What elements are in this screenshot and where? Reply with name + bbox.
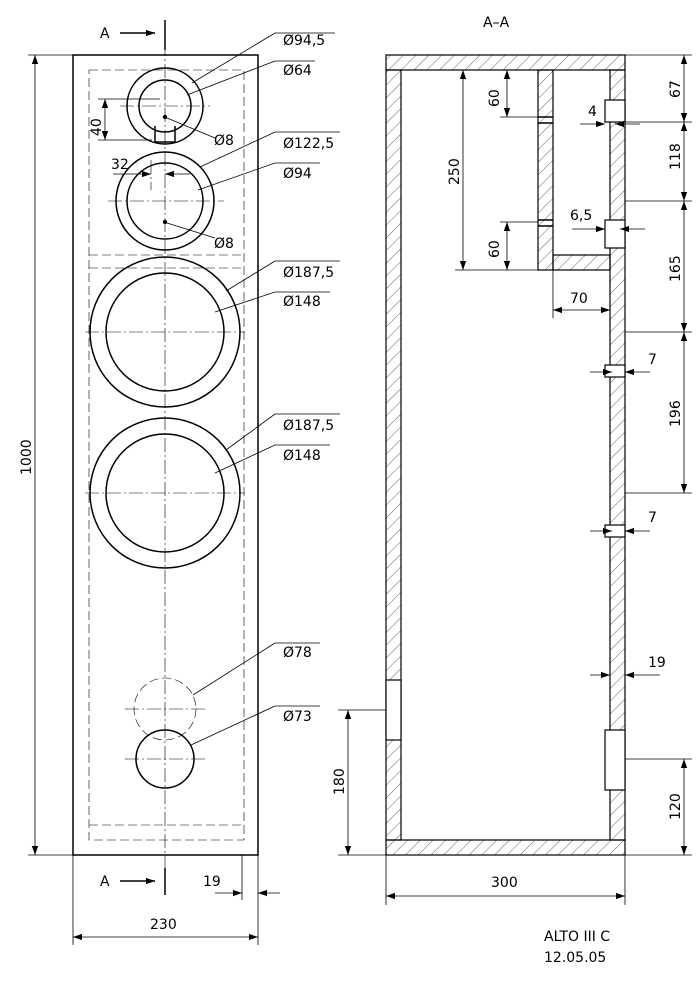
- dim-recess-6-5: 6,5: [570, 208, 592, 224]
- dim-seg-196: 196: [668, 400, 684, 427]
- dim-height-total: 1000: [19, 439, 35, 475]
- label-woofer1-outer: Ø187,5: [283, 265, 334, 281]
- wall-top: [385, 54, 626, 71]
- dim-step-7a: 7: [648, 352, 657, 368]
- label-woofer1-inner: Ø148: [283, 294, 321, 310]
- front-outline: [72, 54, 259, 856]
- dim-chamber-height: 250: [447, 158, 463, 185]
- dim-seg-120: 120: [668, 793, 684, 820]
- label-woofer2-outer: Ø187,5: [283, 418, 334, 434]
- back-port-opening: [385, 679, 402, 741]
- dim-step-7b: 7: [648, 510, 657, 526]
- dim-mid-offset: 32: [111, 157, 129, 173]
- label-mid-outer: Ø122,5: [283, 136, 334, 152]
- model-name: ALTO III C: [544, 929, 610, 945]
- section-title: A–A: [483, 15, 510, 31]
- label-mid-hole: Ø8: [214, 236, 234, 252]
- section-view: A–A 250 60 60 70: [332, 15, 692, 905]
- title-block: ALTO III C 12.05.05: [544, 929, 610, 966]
- section-marker-top: A: [100, 26, 110, 42]
- dim-chamber-top: 60: [487, 89, 503, 107]
- chamber-shelf: [552, 254, 611, 271]
- chamber-partition: [537, 69, 554, 271]
- dim-depth-total: 300: [491, 875, 518, 891]
- dim-chamber-bottom: 60: [487, 240, 503, 258]
- dim-shelf-depth: 70: [570, 291, 588, 307]
- dim-seg-165: 165: [668, 255, 684, 282]
- drawing-date: 12.05.05: [544, 950, 606, 966]
- dim-width-total: 230: [150, 917, 177, 933]
- dim-tweeter-offset: 40: [89, 118, 105, 136]
- front-inner-dashed: [88, 69, 245, 841]
- dim-edge-offset: 19: [203, 874, 221, 890]
- dim-baffle-19: 19: [648, 655, 666, 671]
- label-woofer2-inner: Ø148: [283, 448, 321, 464]
- label-port2: Ø73: [283, 709, 312, 725]
- mid-center-hole: [162, 219, 168, 225]
- label-mid-inner: Ø94: [283, 166, 312, 182]
- label-tweeter-hole: Ø8: [214, 133, 234, 149]
- dim-seg-118: 118: [668, 143, 684, 170]
- label-tweeter-inner: Ø64: [283, 63, 312, 79]
- dim-port-height: 180: [332, 768, 348, 795]
- label-tweeter-outer: Ø94,5: [283, 33, 325, 49]
- wall-back: [385, 69, 402, 841]
- section-marker-bottom: A: [100, 874, 110, 890]
- tweeter-center-hole: [162, 114, 168, 120]
- dim-seg-67: 67: [668, 80, 684, 98]
- front-view: A A 1000 230 19 40 32 Ø94,5 Ø64 Ø8: [19, 20, 340, 945]
- label-port1: Ø78: [283, 645, 312, 661]
- dim-recess-4: 4: [588, 104, 597, 120]
- wall-front-baffle: [609, 69, 626, 841]
- wall-bottom: [385, 839, 626, 856]
- tweeter-keyhole: [154, 126, 176, 143]
